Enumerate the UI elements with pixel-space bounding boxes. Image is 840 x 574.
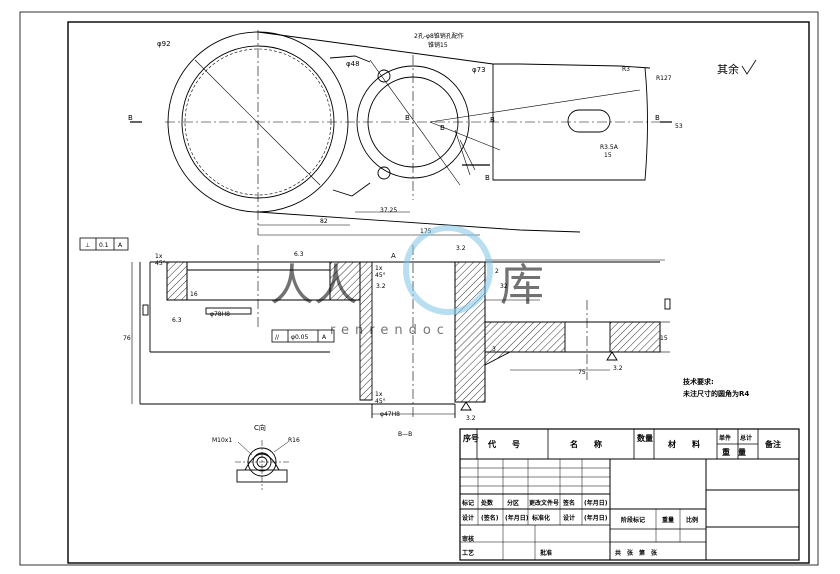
label-b3: B (485, 174, 490, 182)
bore-dia-2: φ47H8 (380, 411, 400, 418)
dim-53-label: 53 (675, 123, 683, 130)
tb-unit-weight: 单件 (719, 434, 731, 442)
tolerance-frame-2: // φ0.05 A (271, 329, 335, 343)
chamfer-3: 1x (375, 265, 383, 272)
tb-design2: 设计 (563, 514, 575, 522)
tb-name: 名 称 (570, 439, 602, 449)
roughness-3-2-d: 3.2 (376, 283, 386, 290)
tb-date: (年月日) (584, 499, 608, 507)
r127-label: R127 (656, 75, 672, 82)
section-label: B—B (398, 431, 412, 438)
roughness-6-3-b: 6.3 (172, 317, 182, 324)
label-a: A (391, 252, 396, 260)
top-view (130, 30, 672, 236)
hole-note-2: 锥销15 (428, 41, 448, 49)
tol1-symbol: ⊥ (85, 242, 90, 249)
tb-weight2: 重量 (662, 516, 674, 524)
dim-32: 32 (500, 283, 508, 290)
roughness-3-2-c: 3.2 (466, 415, 476, 422)
label-b4: B (405, 114, 410, 122)
tb-mat: 材 料 (668, 439, 700, 449)
chamfer-5: 1x (375, 391, 383, 398)
tb-mark: 标记 (461, 499, 474, 507)
inner-border (67, 21, 810, 564)
tb-count: 处数 (480, 499, 494, 507)
dim-15b: 15 (660, 335, 668, 342)
tb-sign: 签名 (562, 499, 575, 507)
watermark-cn-right: 库 (500, 260, 544, 311)
tb-remark: 备注 (764, 439, 781, 449)
r3-label: R3 (622, 66, 630, 73)
tb-qty: 数量 (637, 433, 653, 443)
label-b2: B (655, 114, 660, 122)
dim-82-label: 82 (320, 218, 328, 225)
roughness-symbol (741, 59, 757, 75)
tb-code: 代 号 (487, 439, 520, 449)
dim-16: 16 (190, 291, 198, 298)
tb-date2: (年月日) (505, 514, 529, 522)
tol1-datum: A (118, 242, 123, 249)
tb-weight: 重 量 (722, 447, 746, 457)
tb-std: 标准化 (531, 514, 550, 522)
title-block (459, 428, 800, 561)
tb-scale: 比例 (686, 516, 698, 524)
dim-2: 2 (495, 268, 499, 275)
roughness-6-3-a: 6.3 (294, 251, 304, 258)
tolerance-frame-1: ⊥ 0.1 A (79, 237, 129, 251)
tb-change: 更改文件号 (529, 499, 559, 507)
title-block-text: 序号 代 号 名 称 数量 材 料 单件 总计 重 量 备注 标记 处数 分区 … (461, 433, 781, 557)
dim-3: 3 (492, 346, 496, 353)
tol2-value: φ0.05 (291, 334, 309, 341)
dim-75: 75 (578, 369, 586, 376)
angle-label: R3.5A (600, 144, 619, 151)
outer-border (19, 11, 819, 566)
tb-stage: 阶段标记 (621, 516, 645, 524)
chamfer-4: 45° (375, 272, 386, 279)
c-view (235, 440, 289, 490)
dia-right-label: φ73 (472, 66, 486, 74)
section-view (131, 245, 671, 420)
top-view-labels: φ92 φ48 φ73 2孔-φ8锥销孔配作 锥销15 R3 R127 37.2… (128, 32, 683, 235)
tb-process: 工艺 (462, 549, 474, 557)
c-view-radius: R16 (288, 437, 300, 444)
tb-seq: 序号 (463, 433, 479, 443)
dia-mid-label: φ48 (346, 60, 360, 68)
label-b6: B (490, 116, 495, 124)
dim-76: 76 (123, 335, 131, 342)
dim-37-label: 37.25 (380, 207, 397, 214)
roughness-note: 其余 (717, 62, 739, 76)
roughness-3-2-a: 3.2 (456, 245, 466, 252)
tb-zone: 分区 (507, 499, 519, 507)
section-view-labels: A 6.3 3.2 6.3 3.2 3.2 3.2 φ78H8 φ47H8 1x… (123, 245, 749, 438)
c-view-thread: M10x1 (212, 437, 232, 444)
tech-req-title: 技术要求: (683, 377, 714, 386)
tb-date3: (年月日) (584, 514, 608, 522)
tb-approve: 批准 (540, 549, 552, 557)
watermark-en: renrendoc (330, 323, 450, 338)
bore-dia-1: φ78H8 (210, 311, 230, 318)
watermark: 人人 库 renrendoc (270, 225, 544, 338)
label-b5: B (440, 124, 445, 132)
chamfer-2: 45° (155, 260, 166, 267)
tech-req-text: 未注尺寸的圆角为R4 (683, 389, 749, 398)
dim-15-label: 15 (604, 152, 612, 159)
tol2-datum: A (322, 334, 327, 341)
tb-design: 设计 (462, 514, 474, 522)
hole-note-1: 2孔-φ8锥销孔配作 (414, 32, 464, 40)
watermark-cn-left: 人人 (270, 260, 358, 311)
c-view-title: C向 (254, 423, 266, 432)
tb-total-weight: 总计 (740, 434, 752, 442)
tb-sign2: (签名) (481, 514, 499, 522)
tol1-value: 0.1 (99, 242, 109, 249)
tb-sheets: 共 张 第 张 (615, 549, 658, 557)
tb-review: 审核 (462, 535, 474, 543)
tol2-symbol: // (275, 334, 280, 341)
dia-left-label: φ92 (157, 40, 171, 48)
label-b1: B (128, 114, 133, 122)
roughness-3-2-b: 3.2 (613, 365, 623, 372)
chamfer-6: 45° (375, 398, 386, 405)
chamfer-1: 1x (155, 253, 163, 260)
